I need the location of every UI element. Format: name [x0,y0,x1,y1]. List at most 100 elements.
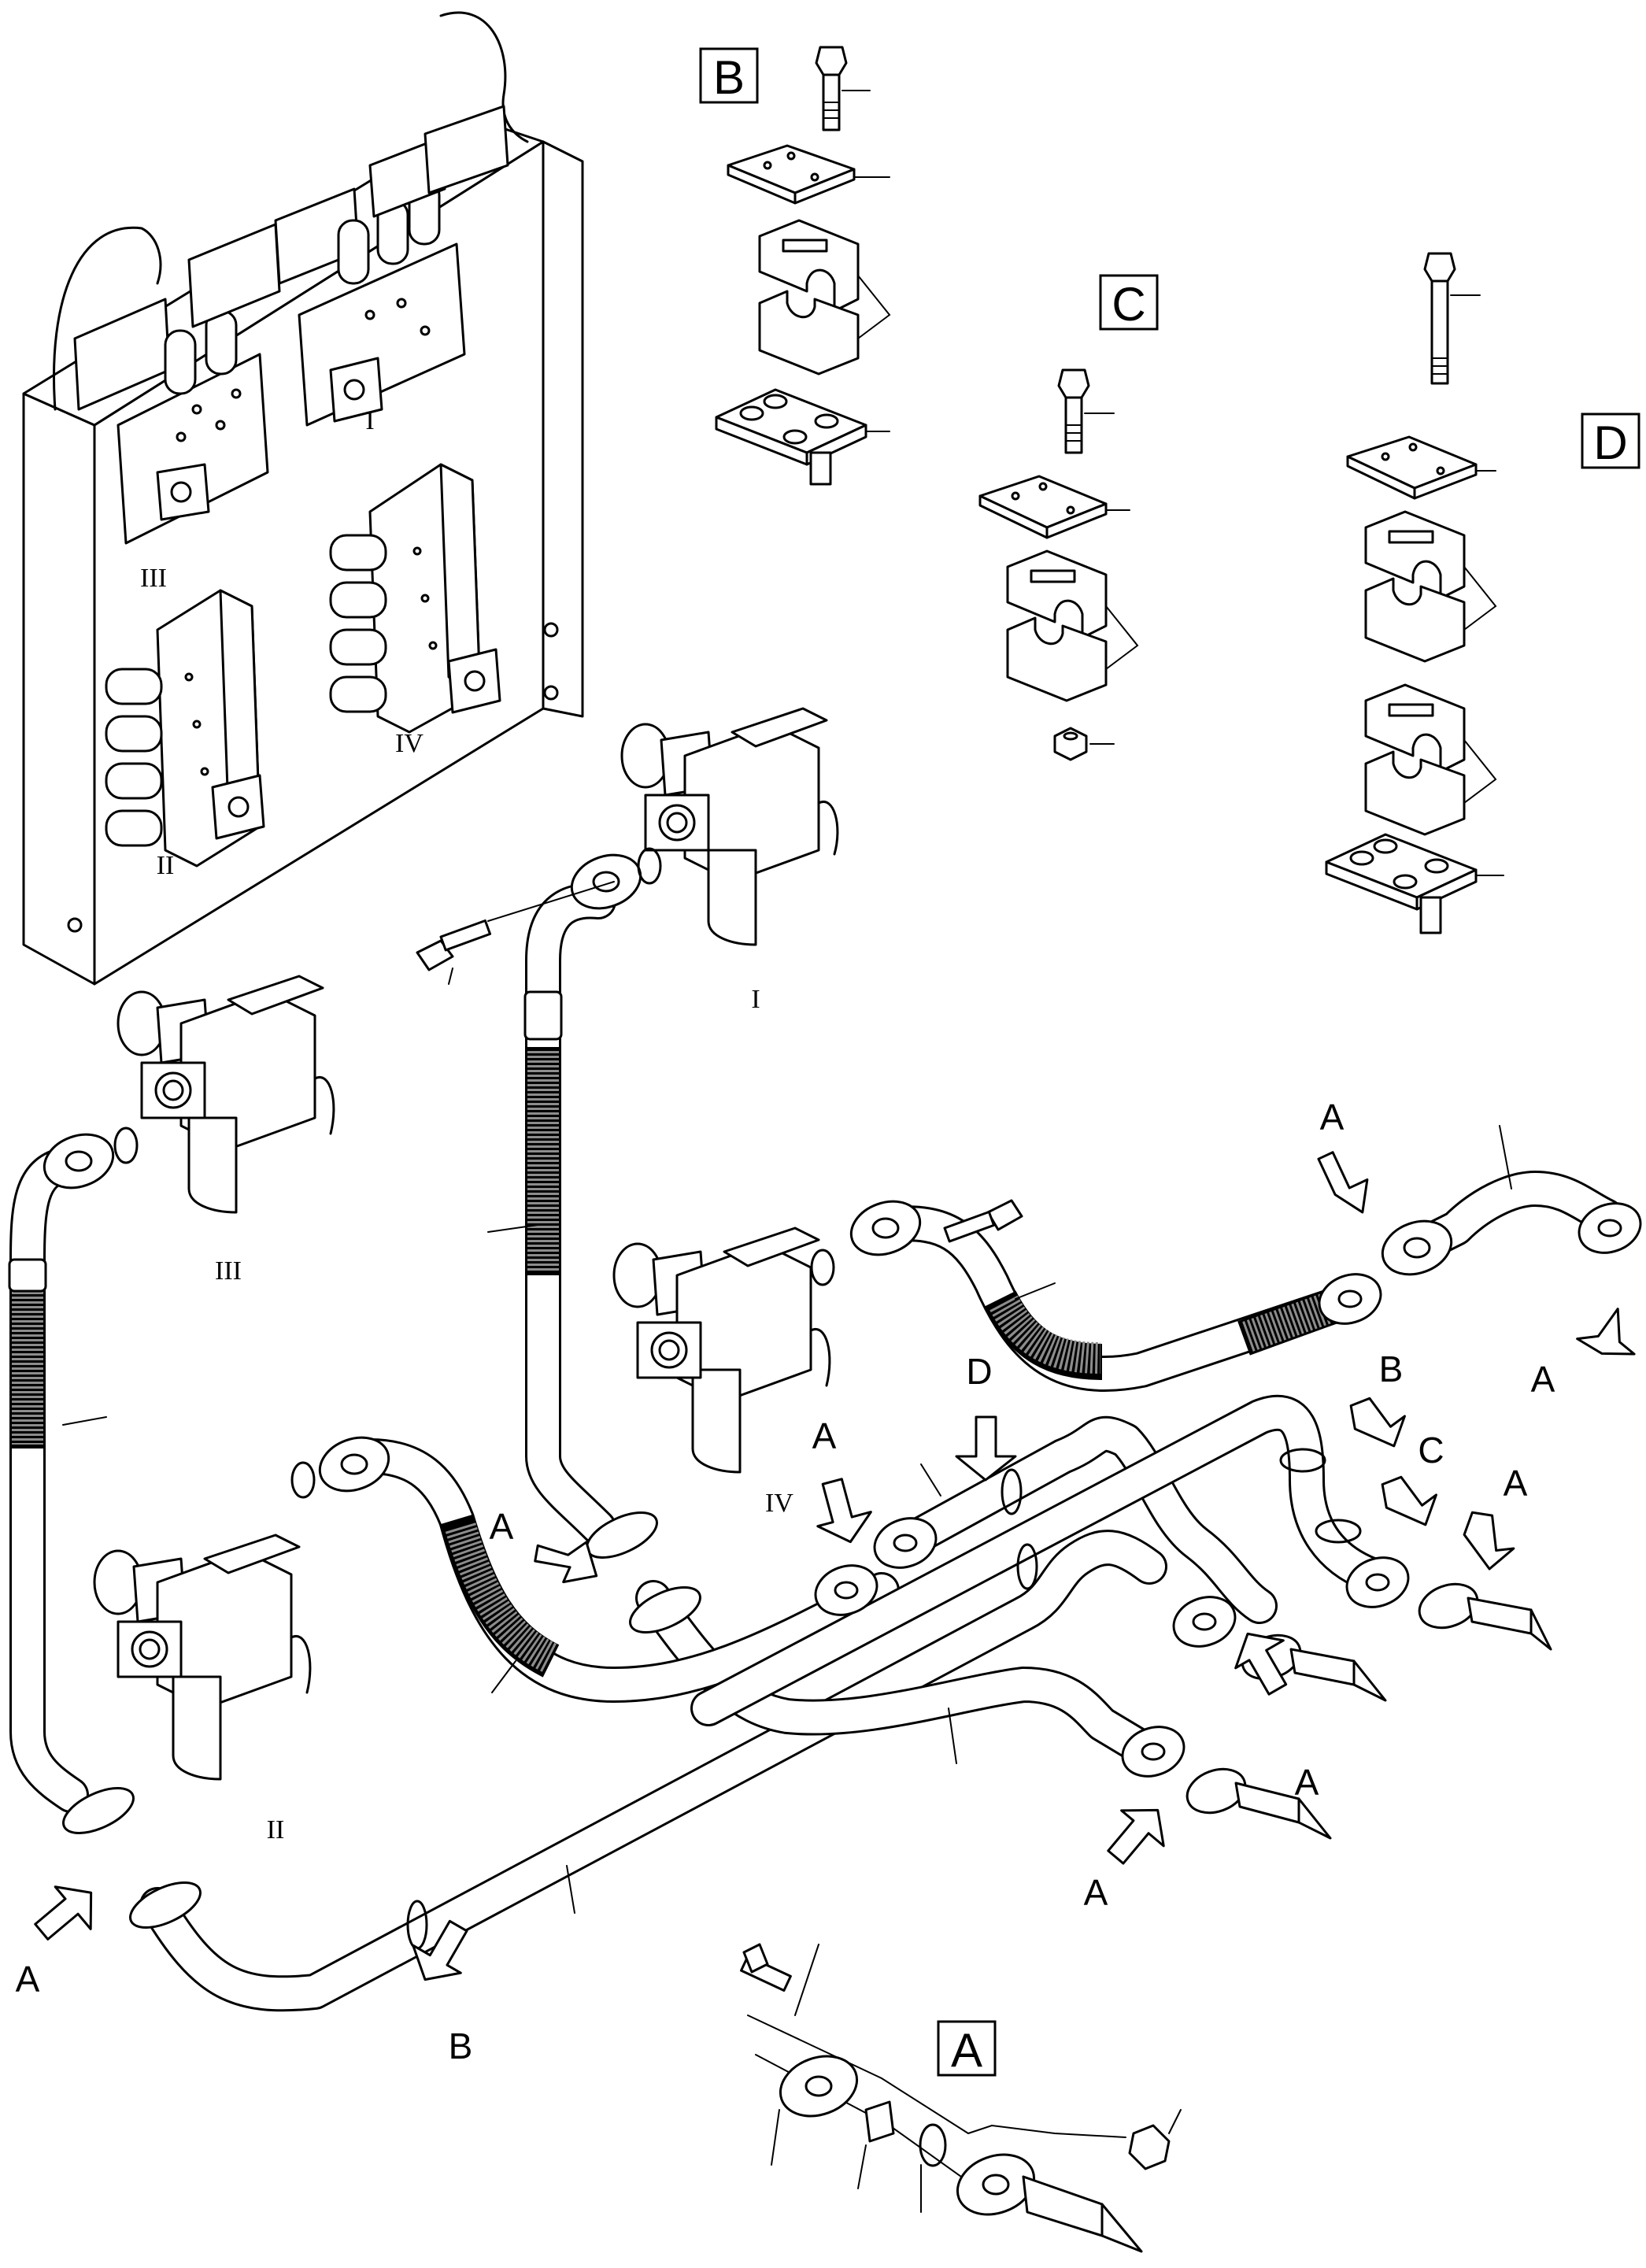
frame-label-ii: II [157,851,175,880]
flange [779,2055,859,2118]
callout-box-d: D [1581,413,1640,469]
clamp-half-upper-2 [1364,683,1466,773]
mounting-frame-side-rail [542,140,584,718]
clamp-ring-b [1279,1448,1326,1473]
arrow [816,1478,872,1544]
flange [1318,1273,1382,1325]
flange [1121,1726,1185,1778]
arrow-label-b: B [1379,1349,1404,1389]
frame-hole [67,917,83,933]
arrow [1234,1632,1288,1696]
arrow-labels: A A B C A D A A A A A B [16,1097,1555,2066]
arrow [34,1885,93,1941]
pump-iii: III [117,975,335,1286]
clamp-half-upper [1006,549,1108,639]
arrow [1349,1397,1406,1448]
callout-box-d-frame [1581,413,1640,469]
valve-block-i [187,179,466,427]
arrow-label-a: A [490,1506,514,1547]
frame-label-iv: IV [395,729,424,758]
flange [956,2153,1036,2216]
valve-block-iii [73,298,269,545]
pump-iii-label: III [215,1256,242,1286]
frame-label-i: I [365,406,374,435]
pump-i: I [620,707,839,1014]
detail-a-assembly [740,1943,1182,2253]
pipe-routes [8,882,1624,2012]
arrow [1317,1151,1369,1214]
arrow [1576,1308,1636,1356]
long-bolt [1423,252,1481,385]
pump-i-label: I [751,985,760,1014]
arrow-label-b: B [449,2026,473,2066]
callout-box-a-frame [937,2020,997,2077]
arrow [1107,1808,1165,1865]
arrow-label-a: A [1295,1762,1319,1803]
flange [873,1517,938,1569]
o-ring [290,1461,316,1499]
callout-box-b: B [699,47,759,104]
clamp-ring [1016,1543,1038,1590]
hose-fitting [523,990,563,1041]
frame-hole [543,685,559,701]
bolt [815,46,871,131]
arrow-label-a: A [1084,1872,1108,1913]
arrow-label-a: A [1504,1463,1528,1504]
nut [1053,727,1115,761]
cover-plate [727,144,890,205]
flange [814,1564,878,1616]
callout-box-d-label: D [1593,416,1627,469]
o-ring [810,1249,835,1286]
frame-hole [543,622,559,638]
loose-bolt-i [416,881,615,971]
bolt [1057,368,1115,454]
nut [1128,2124,1171,2170]
flange [43,1133,115,1189]
arrow-label-c: C [1418,1430,1444,1471]
clamp-half-upper [758,219,860,313]
callout-arrows [34,1151,1636,1981]
connector-stubs [1185,1582,1552,1840]
clamp-half-lower-2 [1364,739,1497,836]
lifting-handle-left [52,226,162,411]
clamp-ring-c [1315,1519,1362,1544]
o-ring [113,1127,139,1164]
split-flange [629,1586,701,1633]
split-flange [129,1881,202,1929]
hose-fitting [8,1258,47,1293]
valve-block-top [368,105,509,218]
lifting-handle-right [439,11,529,143]
flange [318,1436,390,1493]
flange [849,1200,922,1256]
clamp-half-lower [1364,566,1497,663]
callout-box-c-frame [1099,274,1159,331]
pump-iv-label: IV [765,1489,793,1518]
o-ring [637,847,662,885]
clamp-set-c [978,368,1139,761]
valve-block-ii [105,589,265,868]
pump-ii-label: II [267,1815,285,1844]
callout-box-a: A [937,2020,997,2077]
callout-box-b-label: B [713,51,745,104]
pipe-stub [1185,1767,1332,1840]
valve-block-iv [329,463,501,734]
arrow [1381,1475,1437,1526]
callout-box-b-frame [699,47,759,104]
base-plate [715,388,890,486]
clamp-half-upper [1364,510,1466,600]
frame-label-iii: III [140,564,167,593]
split-flange [62,1787,135,1834]
callout-box-c: C [1099,274,1159,331]
clamp-set-d [1325,252,1504,934]
flange [1381,1219,1453,1276]
clamp-set-b [715,46,891,486]
frame-valve-labels: I III II IV [140,406,424,880]
arrow-label-a: A [812,1415,837,1456]
loose-bolt-iv [943,1199,1023,1243]
arrow [534,1541,598,1584]
arrow [1463,1511,1515,1571]
cover-plate [1346,435,1496,500]
clamp-half-lower [758,275,891,376]
mounting-frame [22,392,96,986]
